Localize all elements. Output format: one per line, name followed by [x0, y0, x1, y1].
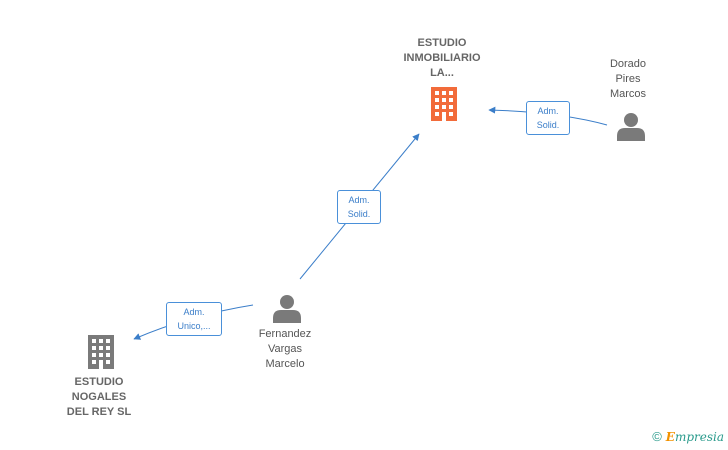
brand-footer[interactable]: ©Empresia [652, 429, 724, 444]
company-label-estudio-inmobiliario[interactable]: ESTUDIO INMOBILIARIO LA... [403, 37, 481, 79]
person-icon[interactable] [272, 293, 302, 323]
building-icon[interactable] [428, 86, 460, 122]
brand-logo-initial: E [665, 430, 675, 444]
person-label-dorado[interactable]: Dorado Pires Marcos [609, 58, 647, 100]
person-icon[interactable] [616, 111, 646, 141]
copyright-symbol: © [652, 429, 662, 444]
brand-logo-text: mpresia [674, 430, 724, 444]
company-label-estudio-nogales[interactable]: ESTUDIO NOGALES DEL REY SL [66, 376, 132, 418]
edge-label-dorado-role[interactable]: Adm. Solid. [526, 101, 570, 135]
person-label-fernandez[interactable]: Fernandez Vargas Marcelo [258, 328, 312, 370]
edge-label-nogales-role[interactable]: Adm. Unico,... [166, 302, 222, 336]
building-icon[interactable] [85, 334, 117, 370]
edge-label-fernandez-role[interactable]: Adm. Solid. [337, 190, 381, 224]
